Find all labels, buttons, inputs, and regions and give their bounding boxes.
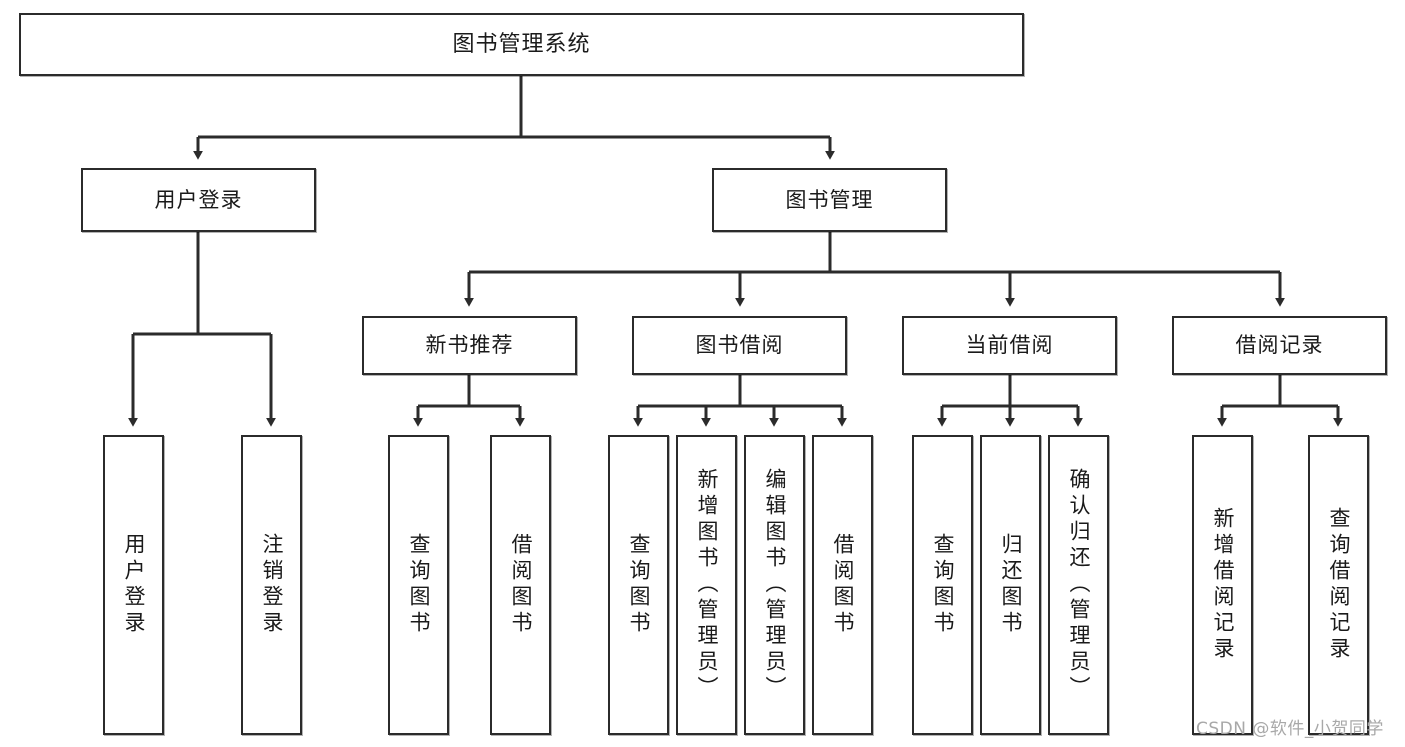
- leaf-query-book-current[interactable]: 查询图书: [912, 435, 973, 735]
- node-label: 用户登录: [154, 187, 243, 212]
- leaf-add-borrow-record[interactable]: 新增借阅记录: [1192, 435, 1253, 735]
- leaf-query-book-new-rec[interactable]: 查询图书: [388, 435, 449, 735]
- node-label: 查询图书: [407, 533, 431, 637]
- node-label: 新增借阅记录: [1211, 507, 1235, 663]
- node-label: 图书管理系统: [452, 31, 591, 57]
- node-book-management[interactable]: 图书管理: [712, 168, 947, 232]
- node-label: 新书推荐: [425, 333, 514, 358]
- node-label: 查询借阅记录: [1327, 507, 1351, 663]
- node-book-borrow[interactable]: 图书借阅: [632, 316, 847, 375]
- node-label: 当前借阅: [965, 333, 1054, 358]
- node-label: 编辑图书（管理员）: [763, 468, 787, 702]
- leaf-query-borrow-record[interactable]: 查询借阅记录: [1308, 435, 1369, 735]
- node-current-borrow[interactable]: 当前借阅: [902, 316, 1117, 375]
- leaf-return-book[interactable]: 归还图书: [980, 435, 1041, 735]
- node-label: 借阅图书: [831, 533, 855, 637]
- leaf-user-login[interactable]: 用户登录: [103, 435, 164, 735]
- node-label: 注销登录: [260, 533, 284, 637]
- node-label: 归还图书: [999, 533, 1023, 637]
- node-root-book-management-system[interactable]: 图书管理系统: [19, 13, 1024, 76]
- leaf-borrow-book-new-rec[interactable]: 借阅图书: [490, 435, 551, 735]
- node-user-login[interactable]: 用户登录: [81, 168, 316, 232]
- leaf-add-book-admin[interactable]: 新增图书（管理员）: [676, 435, 737, 735]
- csdn-watermark: CSDN @软件_小贺同学: [1196, 719, 1384, 739]
- node-label: 用户登录: [122, 533, 146, 637]
- leaf-confirm-return-admin[interactable]: 确认归还（管理员）: [1048, 435, 1109, 735]
- node-label: 借阅记录: [1235, 333, 1324, 358]
- leaf-user-logout[interactable]: 注销登录: [241, 435, 302, 735]
- node-label: 借阅图书: [509, 533, 533, 637]
- node-label: 图书借阅: [695, 333, 784, 358]
- node-borrow-record[interactable]: 借阅记录: [1172, 316, 1387, 375]
- node-new-book-recommendation[interactable]: 新书推荐: [362, 316, 577, 375]
- node-label: 图书管理: [785, 187, 874, 212]
- leaf-edit-book-admin[interactable]: 编辑图书（管理员）: [744, 435, 805, 735]
- node-label: 查询图书: [627, 533, 651, 637]
- leaf-query-book-borrow[interactable]: 查询图书: [608, 435, 669, 735]
- leaf-borrow-book[interactable]: 借阅图书: [812, 435, 873, 735]
- node-label: 确认归还（管理员）: [1067, 468, 1091, 702]
- node-label: 查询图书: [931, 533, 955, 637]
- node-label: 新增图书（管理员）: [695, 468, 719, 702]
